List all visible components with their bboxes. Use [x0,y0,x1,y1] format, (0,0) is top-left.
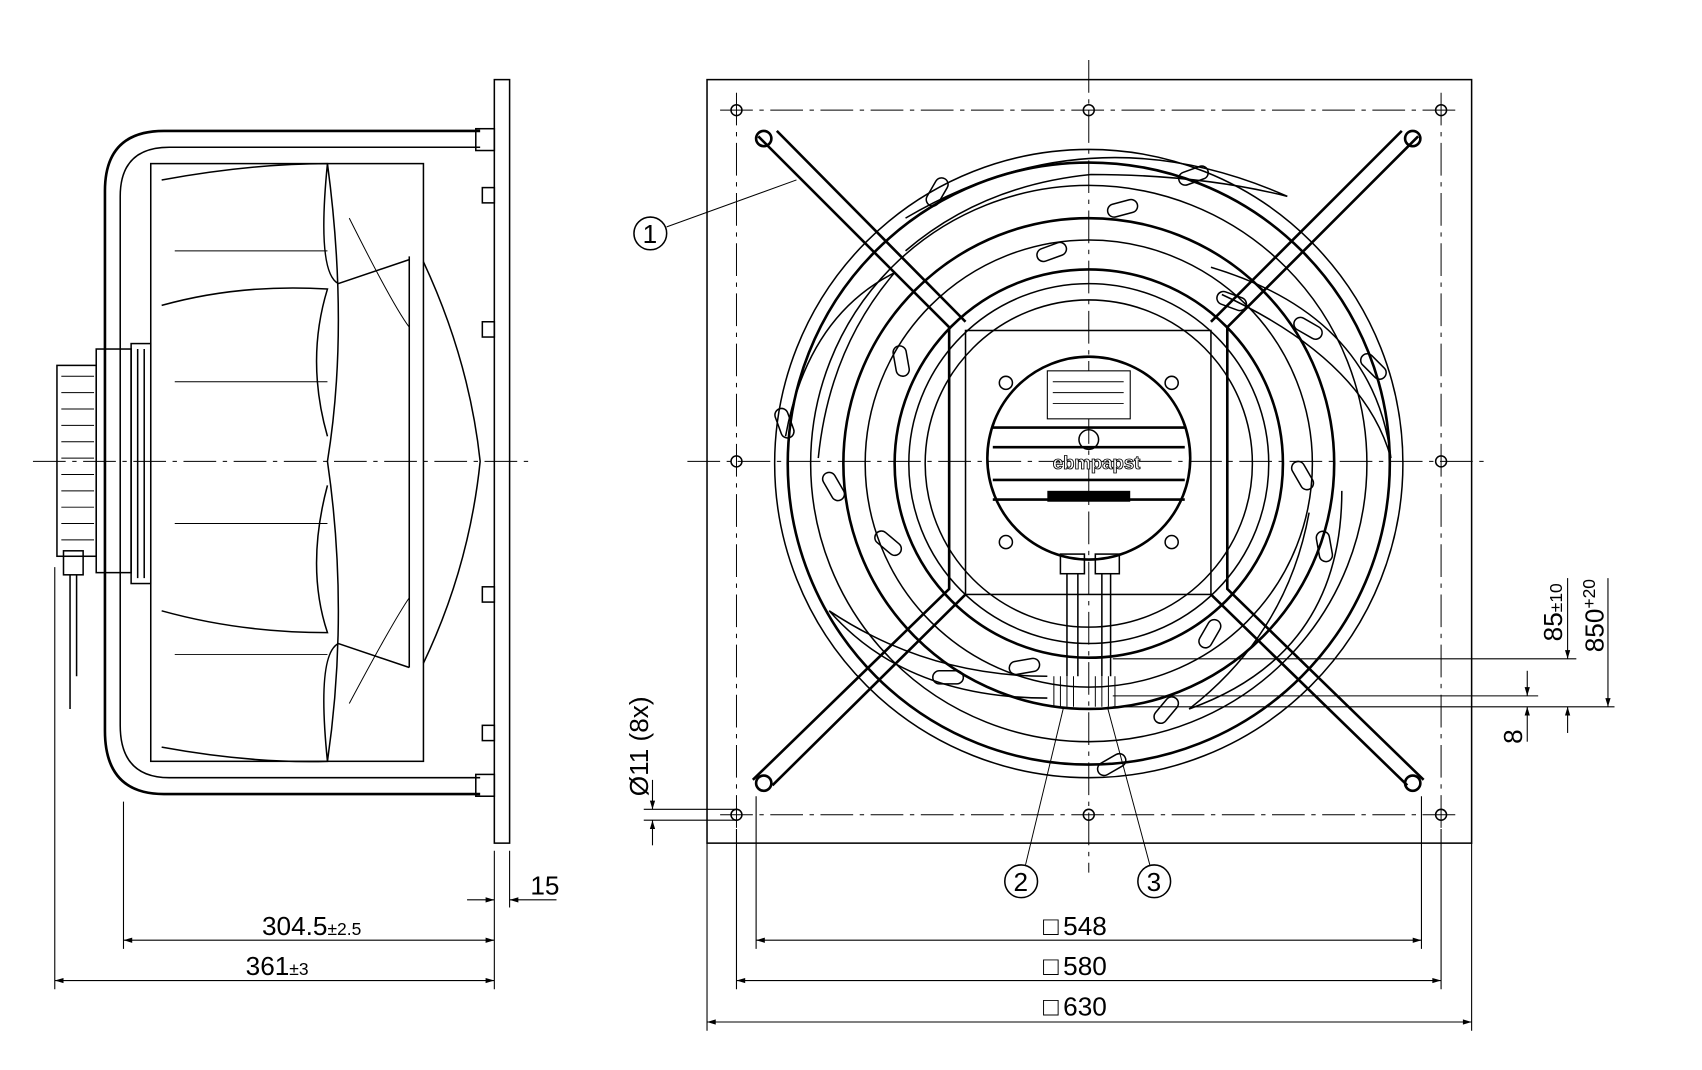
side-view: 15 304.5±2.5 361±3 [32,78,559,990]
cable-gland-2 [1094,553,1121,575]
brand-logo-icon [1078,428,1100,451]
motor-side [56,342,152,709]
svg-text:2: 2 [1014,867,1029,897]
dim-hole-diameter: Ø11 (8x) [624,696,737,846]
blade-slots [774,165,1387,777]
dim-depth-total: 361±3 [246,951,309,981]
svg-text:Ø11 (8x): Ø11 (8x) [624,696,654,796]
cable-gland-1 [1059,553,1086,575]
svg-text:850+20: 850+20 [1579,579,1610,653]
frame-pins [475,127,496,797]
svg-text:85±10: 85±10 [1538,583,1568,641]
housing-screws [998,375,1179,550]
callout-3: 3 [1106,706,1172,899]
front-view: ebmpapst 1 2 3 [624,59,1615,1031]
dim-630: □630 [1043,991,1107,1021]
support-struts [751,129,1425,793]
dim-flange: 15 [530,870,559,900]
mounting-holes [730,103,1448,821]
impeller-side [149,162,481,763]
dim-580: □580 [1043,951,1107,981]
svg-text:3: 3 [1147,867,1162,897]
dim-bottom: □548 □580 □630 [706,796,1473,1031]
guard-frame [103,129,481,796]
brand-logo: ebmpapst [1053,452,1141,473]
dim-548: □548 [1043,911,1107,941]
inlet-rings [773,148,1404,779]
svg-text:8: 8 [1498,729,1528,744]
callout-2: 2 [1004,706,1065,899]
dim-depth-inner: 304.5±2.5 [262,911,361,941]
svg-text:1: 1 [643,219,658,249]
dim-cable: 85±10 850+20 8 [1112,578,1615,744]
electronics-housing [964,329,1212,596]
motor-controller: ebmpapst [986,355,1192,707]
cable-gland [62,550,84,576]
callout-1: 1 [633,179,797,251]
